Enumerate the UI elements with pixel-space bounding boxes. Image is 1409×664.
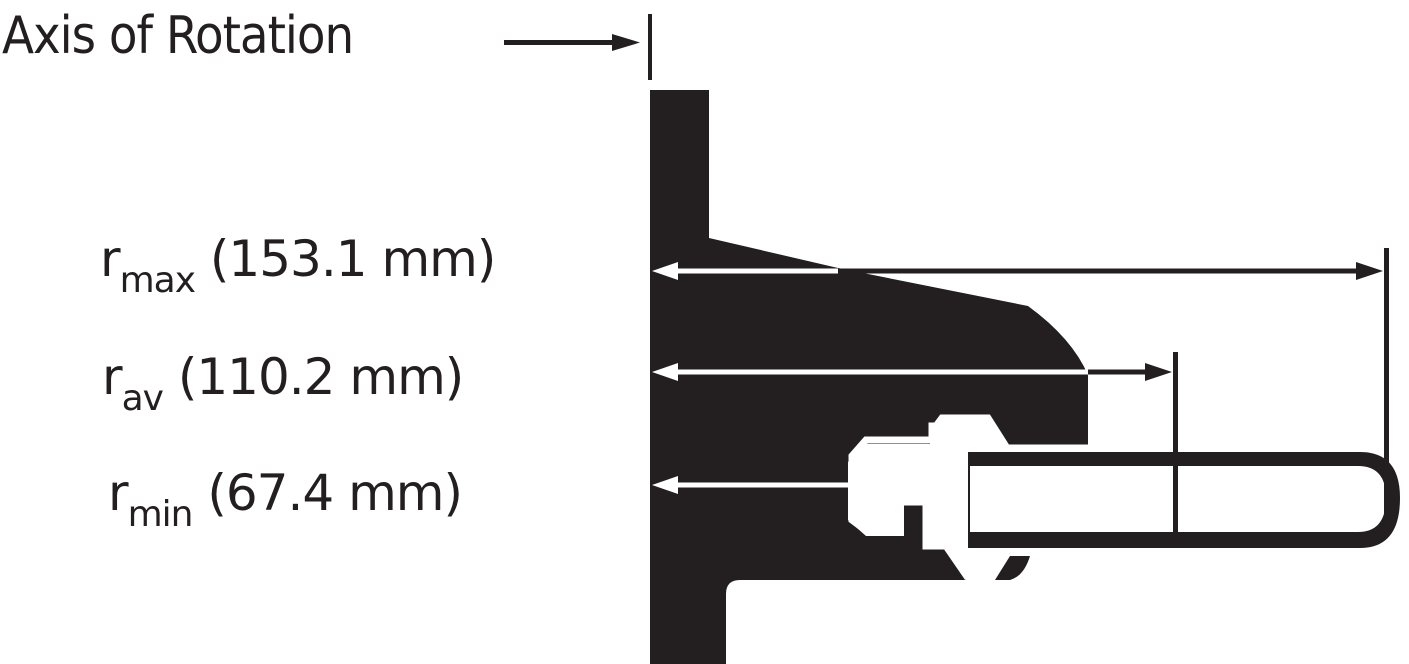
r-min-subscript: min xyxy=(127,494,194,535)
r-min-value: (67.4 mm) xyxy=(207,464,463,522)
r-av-value: (110.2 mm) xyxy=(177,348,464,406)
r-max-dimension xyxy=(652,248,1389,518)
axis-line xyxy=(648,14,652,80)
r-min-label: rmin (67.4 mm) xyxy=(108,464,463,533)
hub-body xyxy=(650,90,1088,664)
r-min-dimension xyxy=(652,476,968,494)
r-av-dimension xyxy=(652,352,1178,532)
r-av-extension-line xyxy=(1173,352,1178,532)
r-min-symbol: r xyxy=(108,464,129,522)
axis-of-rotation-label: Axis of Rotation xyxy=(2,6,354,66)
r-max-symbol: r xyxy=(100,230,121,288)
r-av-symbol: r xyxy=(102,348,123,406)
r-max-label: rmax (153.1 mm) xyxy=(100,230,496,299)
r-max-value: (153.1 mm) xyxy=(209,230,496,288)
rim-tube xyxy=(968,452,1400,548)
seal-outline xyxy=(848,414,1088,580)
r-max-extension-line xyxy=(1384,248,1389,518)
r-av-label: rav (110.2 mm) xyxy=(102,348,464,417)
r-av-subscript: av xyxy=(121,378,164,419)
axis-pointer-arrow-icon xyxy=(504,34,640,51)
r-max-subscript: max xyxy=(119,260,196,301)
